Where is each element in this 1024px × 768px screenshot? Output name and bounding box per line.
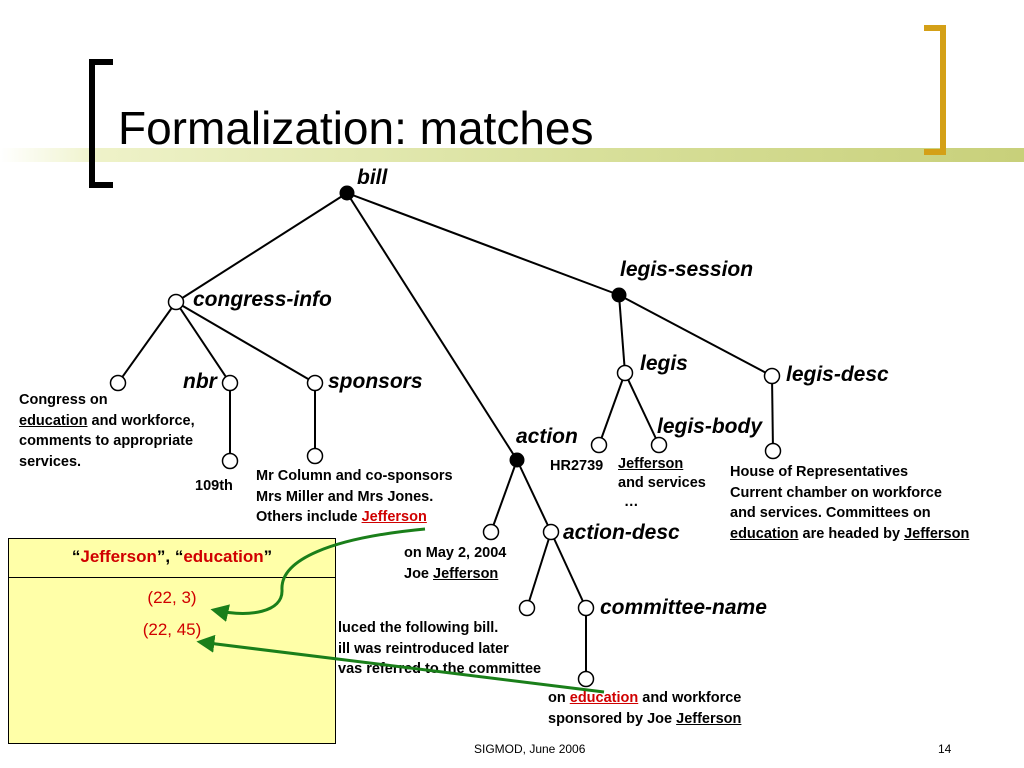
node-action-leaf (482, 523, 500, 541)
node-legis-desc (763, 367, 781, 385)
node-congress-leaf (109, 374, 127, 392)
edge-legisdesc-val (771, 375, 774, 452)
edge-congress-nbr (175, 301, 231, 384)
match-table-header: “Jefferson”, “education” (9, 539, 335, 578)
edge-action-desc (516, 459, 552, 533)
right-bracket (924, 25, 946, 155)
label-legis-body: legis-body (657, 415, 763, 438)
edge-bill-congress (175, 192, 348, 303)
node-action (509, 452, 525, 468)
edge-bill-legis-session (346, 192, 620, 296)
node-legis-body (650, 436, 668, 454)
tree-edges (117, 192, 774, 679)
left-bracket (89, 59, 113, 188)
committee-text: on education and workforce sponsored by … (548, 690, 742, 727)
label-congress-info: congress-info (193, 288, 332, 311)
label-legis: legis (640, 352, 688, 375)
node-legisdesc-val (764, 442, 782, 460)
node-sponsors-val (306, 447, 324, 465)
footer-text: SIGMOD, June 2006 (474, 742, 586, 756)
edge-session-desc (618, 294, 773, 377)
hr-value: HR2739 (550, 458, 604, 474)
node-bill (339, 185, 355, 201)
label-bill: bill (357, 166, 388, 189)
sponsors-text: Mr Column and co-sponsors Mrs Miller and… (256, 468, 453, 525)
label-action-desc: action-desc (563, 521, 680, 544)
title-accent-bar (0, 148, 1024, 162)
label-legis-session: legis-session (620, 258, 754, 281)
node-congress-info (167, 293, 185, 311)
slide-title: Formalization: matches (118, 102, 594, 154)
edge-desc-leaf (526, 531, 552, 609)
label-nbr: nbr (183, 370, 217, 393)
node-legis (616, 364, 634, 382)
node-committee-val (577, 670, 595, 688)
match-row: (22, 45) (142, 620, 202, 639)
label-committee-name: committee-name (600, 596, 767, 619)
keyword-education: education (183, 547, 264, 566)
label-sponsors: sponsors (328, 370, 423, 393)
edge-action-leaf (490, 459, 518, 533)
edge-congress-sponsors (175, 301, 316, 384)
node-desc-leaf (518, 599, 536, 617)
action-text: on May 2, 2004 Joe Jefferson (404, 545, 507, 582)
node-nbr-val (221, 452, 239, 470)
congress-text: Congress on education and workforce, com… (19, 392, 195, 470)
node-sponsors (306, 374, 324, 392)
node-committee-name (577, 599, 595, 617)
edge-bill-action (346, 192, 518, 461)
hollow-nodes (109, 293, 782, 688)
label-action: action (516, 425, 578, 448)
edge-legis-hr (598, 372, 626, 446)
node-nbr (221, 374, 239, 392)
edge-session-legis (618, 294, 626, 374)
edge-congress-leaf (117, 301, 177, 384)
legis-body-text: Jefferson and services … (618, 456, 706, 510)
node-legis-session (611, 287, 627, 303)
edge-desc-committee (550, 531, 587, 609)
legis-desc-text: House of Representatives Current chamber… (730, 464, 970, 542)
arrow-jefferson-to-row1 (210, 527, 426, 622)
filled-nodes (339, 185, 627, 468)
match-row: (22, 3) (147, 588, 197, 607)
label-legis-desc: legis-desc (786, 363, 889, 386)
match-table: “Jefferson”, “education” (22, 3) (22, 45… (8, 538, 336, 744)
nbr-value: 109th (195, 478, 233, 494)
node-action-desc (542, 523, 560, 541)
node-hr (590, 436, 608, 454)
page-number: 14 (938, 742, 952, 756)
arrow-education-to-row2 (196, 634, 605, 694)
edge-legis-body (624, 372, 660, 446)
keyword-jefferson: Jefferson (80, 547, 157, 566)
